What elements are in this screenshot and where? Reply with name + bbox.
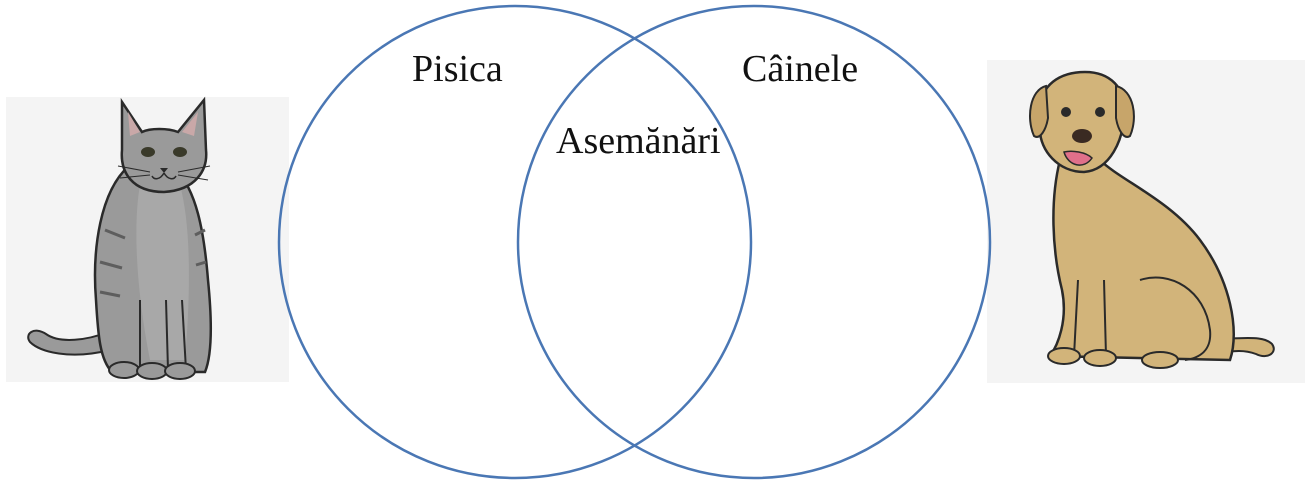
dog-set-label: Câinele [742, 48, 859, 90]
venn-circle-right [516, 4, 992, 480]
dog-illustration [987, 60, 1305, 383]
cat-head [120, 96, 208, 194]
dog-tongue [1063, 150, 1093, 166]
dog-front-legs [1073, 279, 1107, 357]
cat-inner-ears [128, 112, 198, 136]
dog-nose [1072, 129, 1092, 143]
dog-hind-leg [1139, 276, 1212, 361]
cat-eye-right [173, 147, 187, 157]
dog-ear-right [1115, 84, 1135, 138]
cat-paw-mid [136, 362, 168, 380]
similarities-label: Asemănări [556, 120, 721, 162]
cat-paw-right [164, 362, 196, 380]
cat-mouth [151, 172, 177, 180]
cat-stripes [99, 228, 207, 298]
dog-paw-right [1141, 351, 1179, 369]
cat-illustration [6, 96, 289, 382]
cat-nose [160, 168, 168, 173]
cat-whiskers [117, 165, 211, 181]
cat-set-label: Pisica [412, 48, 503, 90]
dog-eye-left [1061, 107, 1071, 117]
dog-ear-left [1029, 84, 1050, 138]
dog-paw-mid [1083, 349, 1117, 367]
cat-tail [27, 329, 112, 356]
cat-front-legs [139, 299, 187, 371]
dog-paw-left [1047, 347, 1081, 365]
cat-chest [136, 185, 189, 360]
dog-body [1047, 158, 1235, 362]
cat-paw-left [108, 361, 140, 379]
cat-eye-left [141, 147, 155, 157]
dog-eye-right [1095, 107, 1105, 117]
venn-circle-left [277, 4, 753, 480]
